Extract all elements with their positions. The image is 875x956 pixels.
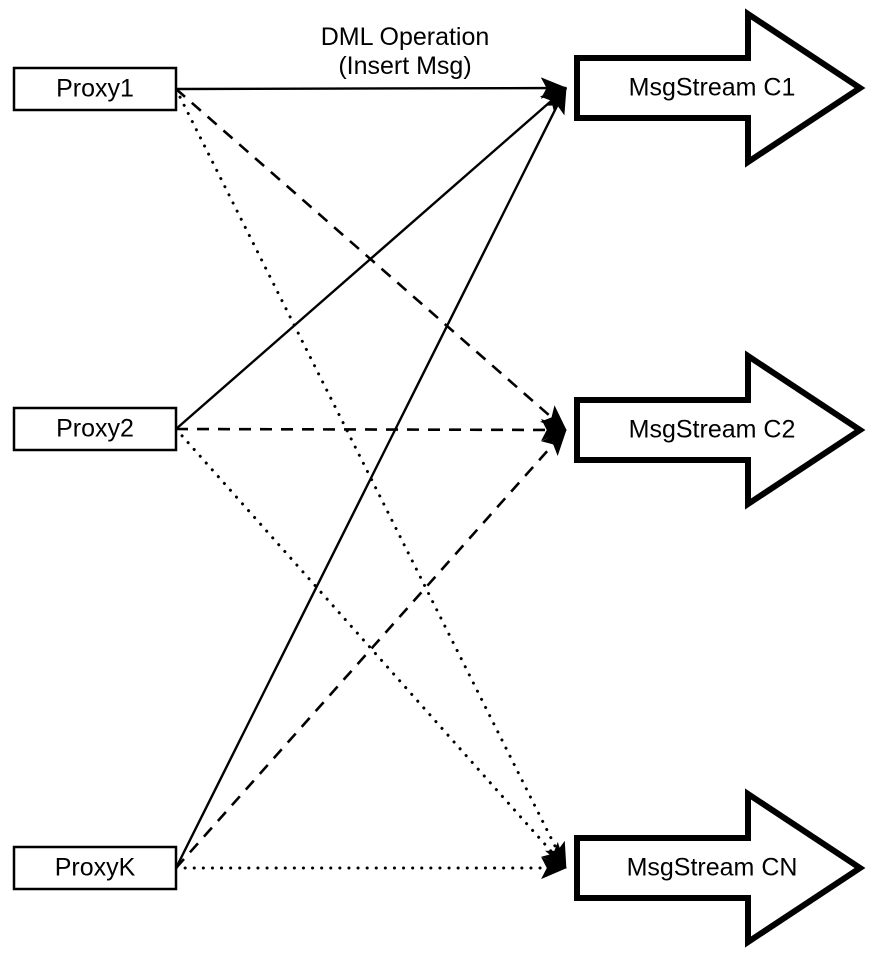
- msgstream-label: MsgStream C2: [629, 416, 796, 444]
- proxy-label: Proxy1: [56, 75, 134, 103]
- edge-label-dml-operation: DML Operation (Insert Msg): [321, 23, 490, 80]
- msgstream-label: MsgStream CN: [627, 854, 798, 882]
- connection-pk-c1: [174, 86, 568, 869]
- msgstream-node-stream_c1[interactable]: MsgStream C1: [574, 8, 866, 168]
- proxy-node-proxyk[interactable]: ProxyK: [12, 845, 178, 891]
- connection-p1-c1: [175, 77, 568, 99]
- edge-label-line2: (Insert Msg): [338, 52, 471, 80]
- connection-pk-c2: [175, 429, 567, 869]
- edge-label-line1: DML Operation: [321, 23, 490, 51]
- msgstream-arrow-shape: [574, 8, 866, 168]
- connection-p2-c1: [175, 87, 567, 430]
- proxy-label: ProxyK: [55, 854, 136, 882]
- connections-layer: [174, 77, 568, 880]
- proxy-node-proxy1[interactable]: Proxy1: [12, 66, 178, 112]
- proxy-box-rect: [12, 845, 178, 891]
- proxy-node-proxy2[interactable]: Proxy2: [12, 406, 178, 452]
- proxy-box-rect: [12, 406, 178, 452]
- msgstream-arrow-shape: [574, 350, 866, 510]
- connection-p2-c2: [175, 418, 568, 441]
- msgstream-node-stream_cn[interactable]: MsgStream CN: [574, 788, 866, 948]
- proxy-label: Proxy2: [56, 415, 134, 443]
- msgstream-node-stream_c2[interactable]: MsgStream C2: [574, 350, 866, 510]
- msgstream-arrow-shape: [574, 788, 866, 948]
- streams-layer: MsgStream C1 MsgStream C2 MsgStream CN: [574, 8, 866, 948]
- msgstream-label: MsgStream C1: [629, 74, 796, 102]
- proxy-box-rect: [12, 66, 178, 112]
